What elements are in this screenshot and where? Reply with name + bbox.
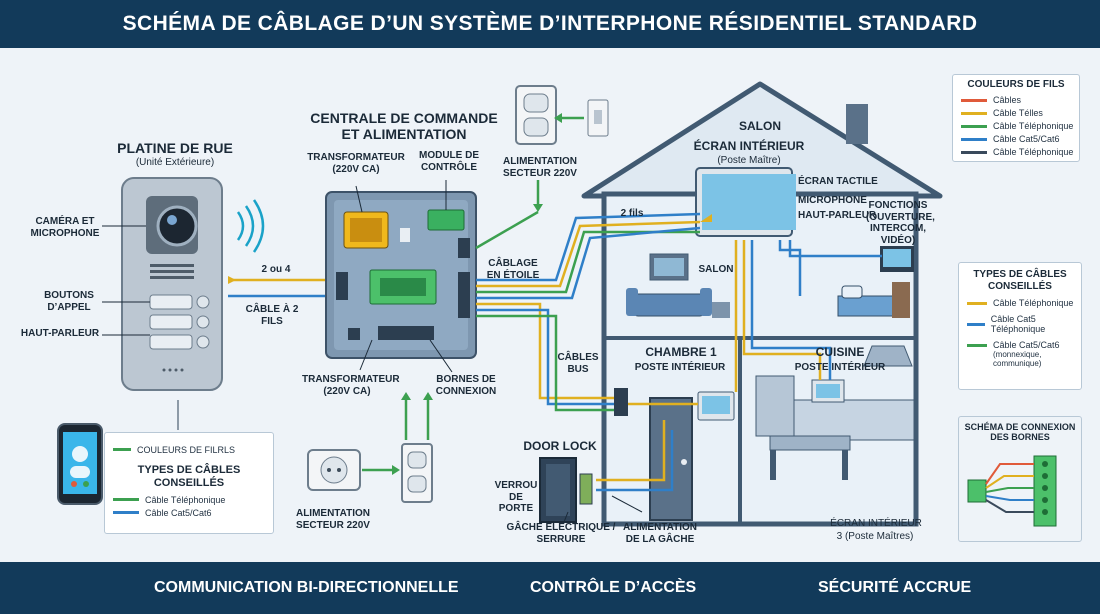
door-station: [121, 177, 223, 391]
microphone-label: MICROPHONE: [798, 195, 867, 206]
strike-label: GÂCHE ÉLECTRIQUE / SERRURE: [506, 522, 616, 545]
call-button: [149, 334, 193, 350]
salon-label: SALON: [698, 264, 734, 275]
terminals-label: BORNES DE CONNEXION: [435, 374, 497, 397]
kitchen-label: CUISINE: [815, 345, 865, 359]
transformer-top-label: TRANSFORMATEUR (220V CA): [307, 152, 405, 175]
call-buttons-label: BOUTONS D’APPEL: [44, 290, 94, 313]
page-title: SCHÉMA DE CÂBLAGE D’UN SYSTÈME D’INTERPH…: [0, 0, 1100, 48]
legend-label: Câble Téléphonique: [993, 147, 1074, 157]
main-screen-label: ÉCRAN INTÉRIEUR: [693, 139, 805, 153]
swatch: [961, 98, 987, 102]
door-lock-title: DOOR LOCK: [523, 439, 597, 453]
legend-item: Câble Cat5/Cat6: [953, 133, 1079, 146]
kitchen-sub: POSTE INTÉRIEUR: [794, 362, 886, 373]
call-button: [149, 294, 193, 310]
cable-types-panel: TYPES DE CÂBLES CONSEILLÉS Câble Télépho…: [958, 262, 1082, 390]
legend-item: Câble Téléphonique: [953, 120, 1079, 133]
legend-item: Câble Cat5/Cat6: [105, 506, 273, 519]
legend-label: Câble Téléphonique: [993, 121, 1074, 131]
legend-label: Câble Cat5/Cat6: [145, 507, 212, 518]
wireless-icon: [236, 199, 265, 253]
cable-types-title: TYPES DE CÂBLES CONSEILLÉS: [973, 269, 1067, 292]
left-legend-panel: COULEURS DE FILRLS TYPES DE CÂBLES CONSE…: [104, 432, 274, 534]
swatch: [113, 498, 139, 502]
wire-legend-title: COULEURS DE FILS: [967, 79, 1065, 90]
legend-label: Câble Téléphonique: [145, 494, 226, 505]
legend-label: Câble Téléphonique: [993, 298, 1074, 308]
touch-label: ÉCRAN TACTILE: [798, 176, 878, 187]
bedroom-sub: POSTE INTÉRIEUR: [634, 362, 726, 373]
legend-label: Câble Télles: [993, 108, 1043, 118]
strike-supply-label: ALIMENTATION DE LA GÂCHE: [622, 522, 698, 545]
legend-label: Câble Cat5/Cat6: [993, 134, 1060, 144]
swatch: [967, 322, 985, 326]
salon-top-label: SALON: [739, 119, 781, 133]
legend-item: Câbles: [953, 94, 1079, 107]
speaker-screen-label: HAUT-PARLEUR: [798, 210, 877, 221]
control-title: CENTRALE DE COMMANDE ET ALIMENTATION: [310, 110, 498, 143]
terminal-diagram: [967, 455, 1057, 527]
legend-label: Câbles: [993, 95, 1022, 105]
door-station-subtitle: (Unité Extérieure): [135, 157, 215, 168]
star-wiring-label: CÂBLAGE EN ÉTOILE: [486, 258, 540, 281]
footer-communication: COMMUNICATION BI-DIRECTIONNELLE: [154, 579, 459, 596]
legend-item: COULEURS DE FILRLS: [105, 433, 273, 456]
legend-note: (monnexique, communique): [959, 350, 1081, 368]
power-outlet-top: [515, 85, 609, 212]
two-or-four-label: 2 ou 4: [261, 264, 291, 275]
legend-item: Câble Téléphonique: [953, 146, 1079, 159]
swatch: [961, 111, 987, 115]
legend-label: COULEURS DE FILRLS: [137, 444, 236, 455]
connection-scheme-panel: SCHÉMA DE CONNEXION DES BORNES: [958, 416, 1082, 542]
swatch: [113, 511, 139, 515]
footer-security: SÉCURITÉ ACCRUE: [818, 579, 972, 596]
house: [581, 81, 943, 527]
swatch: [967, 343, 987, 347]
power-bottom-label: ALIMENTATION SECTEUR 220V: [295, 508, 371, 531]
legend-item: Câble Téléphonique: [105, 493, 273, 506]
two-wire-label: CÂBLE À 2 FILS: [245, 304, 299, 327]
swatch: [961, 150, 987, 154]
latch-label: VERROU DE PORTE: [494, 480, 538, 514]
swatch: [967, 301, 987, 305]
legend-item: Câble Télles: [953, 107, 1079, 120]
functions-label: FONCTIONS (OUVERTURE, INTERCOM, VIDÉO): [866, 200, 935, 246]
left-legend-title: TYPES DE CÂBLES CONSEILLÉS: [137, 464, 241, 489]
camera-label: CAMÉRA ET MICROPHONE: [30, 216, 100, 239]
module-label: MODULE DE CONTRÔLE: [419, 150, 479, 173]
footer-bar: COMMUNICATION BI-DIRECTIONNELLE CONTRÔLE…: [0, 562, 1100, 614]
legend-label: Câble Cat5 Téléphonique: [990, 314, 1046, 334]
legend-label: (monnexique, communique): [993, 350, 1042, 368]
transformer-bottom-label: TRANSFORMATEUR (220V CA): [302, 374, 400, 397]
swatch: [961, 124, 987, 128]
legend-item: Câble Cat5/Cat6: [959, 334, 1081, 350]
bedroom-label: CHAMBRE 1: [645, 345, 717, 359]
wire-color-legend: COULEURS DE FILS Câbles Câble Télles Câb…: [952, 74, 1080, 162]
camera-icon: [156, 205, 198, 247]
swatch: [113, 448, 131, 451]
door-lock: [539, 457, 643, 523]
screen3-label: ÉCRAN INTÉRIEUR: [830, 518, 922, 529]
connection-scheme-title: SCHÉMA DE CONNEXION DES BORNES: [964, 422, 1076, 443]
legend-item: Câble Cat5 Téléphonique: [959, 308, 1081, 334]
door-station-title: PLATINE DE RUE: [117, 140, 233, 156]
legend-label: Câble Cat5/Cat6: [993, 340, 1060, 350]
power-outlet-bottom: [307, 392, 433, 503]
call-button: [149, 314, 193, 330]
bus-cables-label: CÂBLES BUS: [557, 352, 599, 375]
swatch: [961, 137, 987, 141]
screen3-sub: 3 (Poste Maîtres): [836, 531, 914, 542]
speaker-label: HAUT-PARLEUR: [20, 328, 100, 339]
legend-item: Câble Téléphonique: [959, 296, 1081, 308]
two-wires-label: 2 fils: [620, 208, 644, 219]
main-screen-sub: (Poste Maître): [717, 155, 781, 166]
footer-access-control: CONTRÔLE D’ACCÈS: [530, 579, 697, 596]
power-top-label: ALIMENTATION SECTEUR 220V: [502, 156, 578, 179]
smartphone-icon: [57, 423, 103, 505]
control-unit: [325, 191, 477, 359]
